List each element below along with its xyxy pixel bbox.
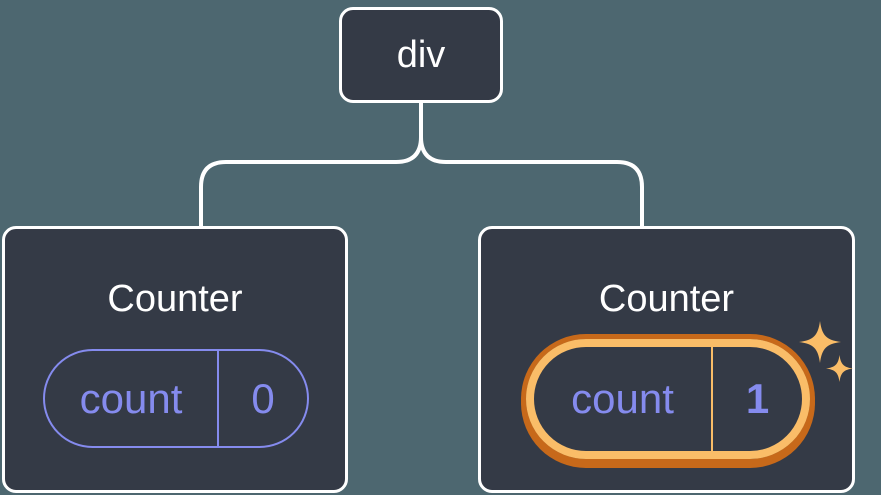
state-pill-left: count 0 (43, 349, 309, 448)
state-key-label: count (571, 375, 674, 422)
state-pill-divider (711, 347, 713, 451)
state-pill-divider (217, 351, 219, 446)
root-node-label: div (396, 34, 446, 76)
state-key-label: count (79, 374, 183, 422)
counter-right-title: Counter (598, 278, 735, 320)
root-node-div: div (339, 7, 503, 103)
connector-left-branch (199, 101, 423, 228)
counter-card-left: Counter count 0 (2, 226, 348, 493)
sparkle-icon (826, 355, 853, 382)
counter-card-right: Counter count 1 (478, 226, 855, 493)
state-value: 0 (251, 374, 275, 422)
connector-right-branch (419, 135, 644, 228)
state-pill-right-highlighted: count 1 (526, 339, 810, 459)
sparkle-icon (799, 321, 841, 363)
state-value: 1 (745, 375, 770, 422)
counter-left-title: Counter (107, 278, 243, 320)
